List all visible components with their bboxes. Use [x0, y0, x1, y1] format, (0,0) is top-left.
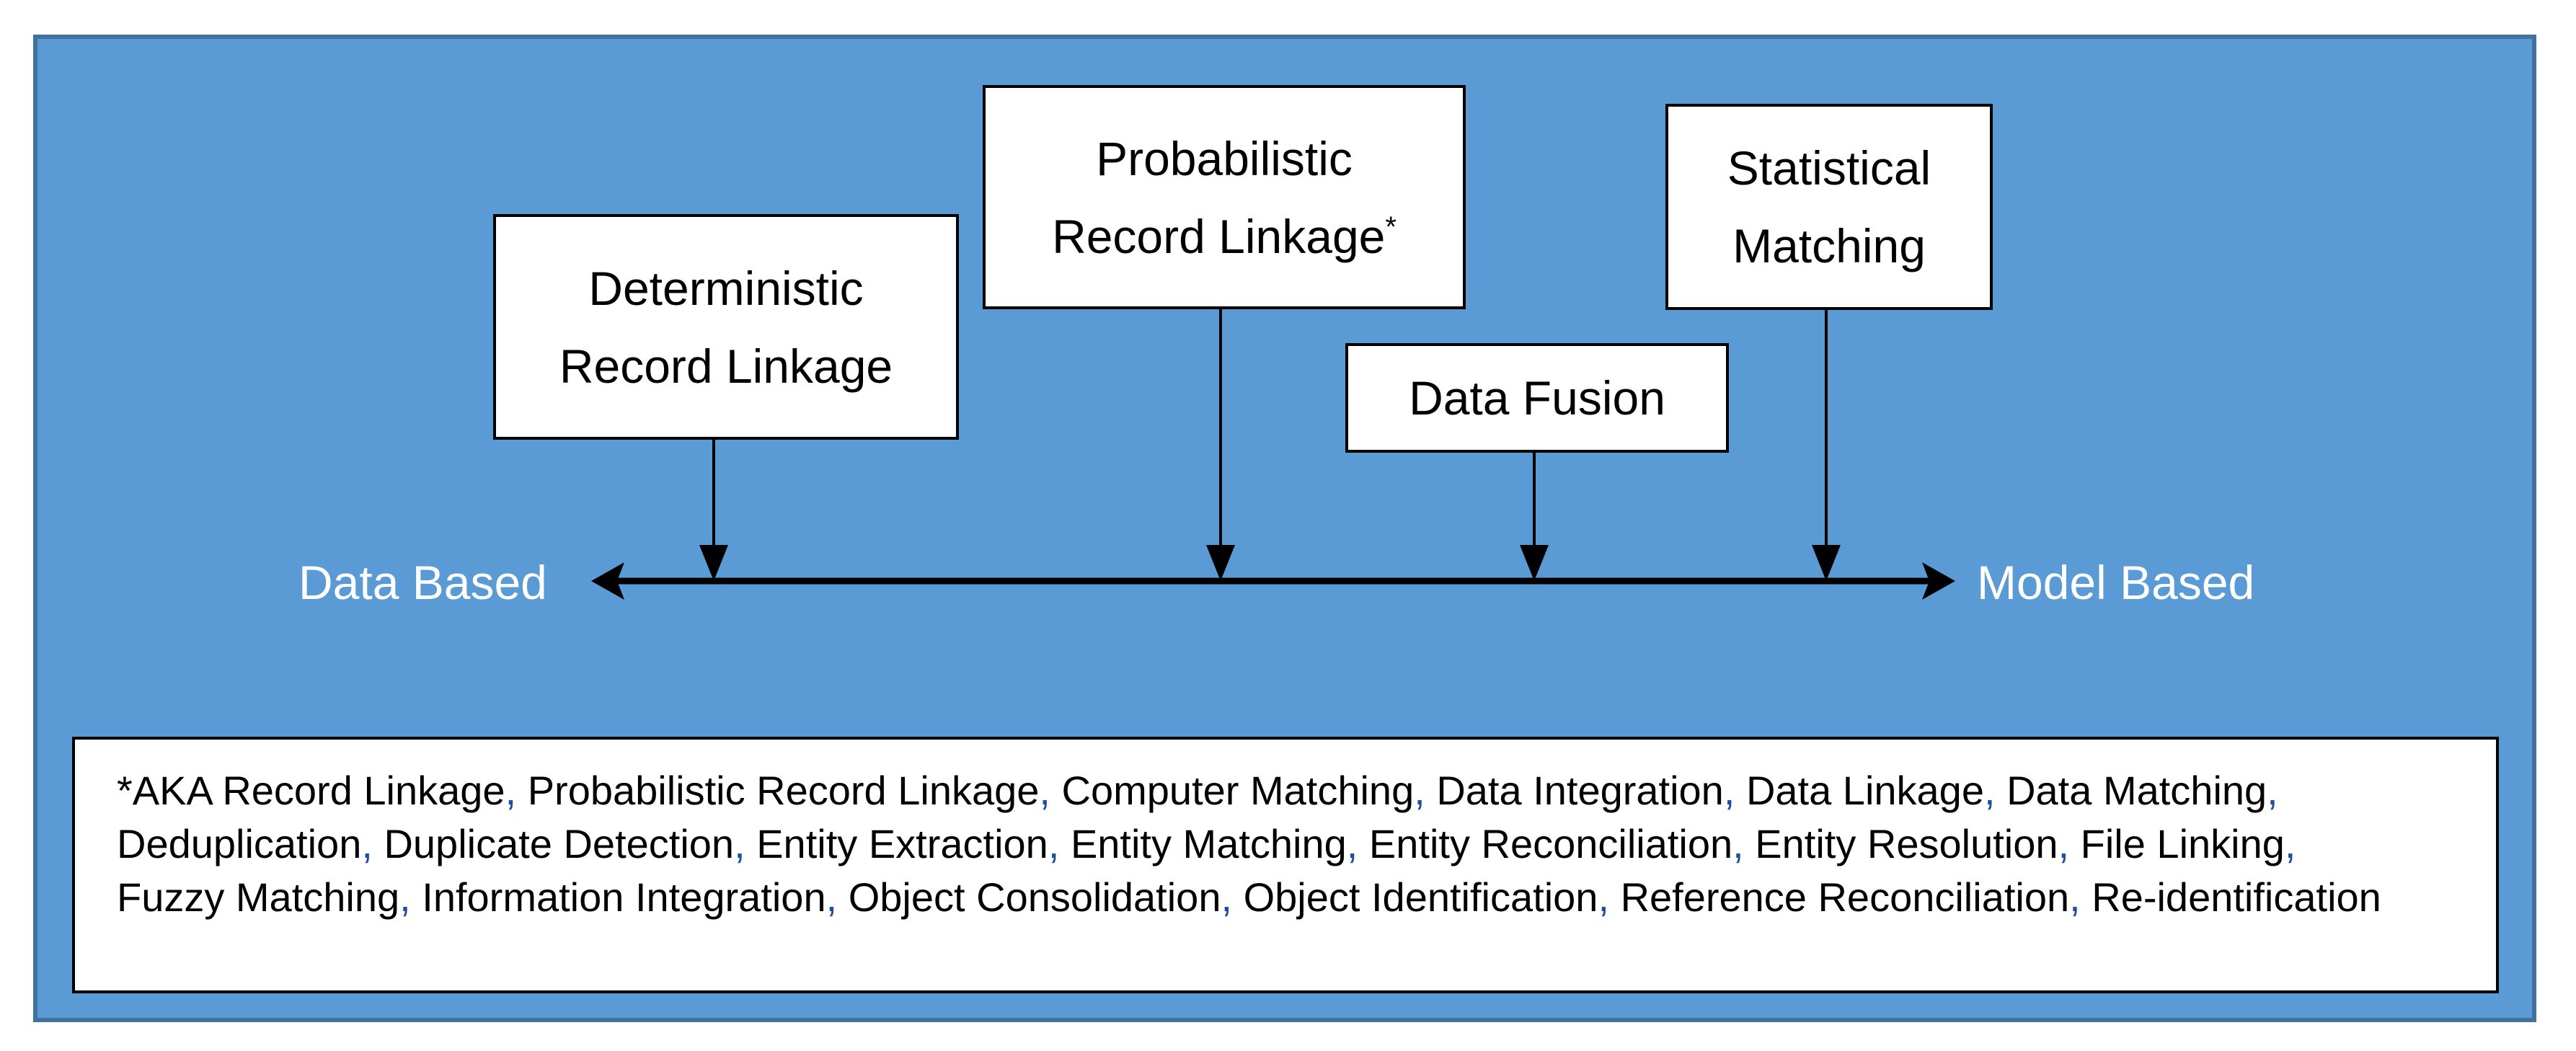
- aka-terms-list: Record Linkage, Probabilistic Record Lin…: [117, 768, 2381, 920]
- aka-term: Entity Extraction: [756, 821, 1048, 866]
- data-fusion-connector-arrowhead: [1520, 545, 1549, 581]
- probabilistic-box-line1: Probabilistic: [1096, 131, 1353, 185]
- data-fusion-box: Data Fusion: [1345, 343, 1729, 453]
- aka-term-separator: ,: [361, 821, 373, 866]
- asterisk-marker: *: [1385, 210, 1397, 243]
- aka-term-separator: ,: [734, 821, 745, 866]
- aka-term-separator: ,: [2284, 821, 2296, 866]
- aka-term-separator: ,: [2058, 821, 2070, 866]
- aka-term: Object Consolidation: [848, 874, 1221, 920]
- deterministic-box-line1: Deterministic: [588, 261, 864, 315]
- aka-term-separator: ,: [2069, 874, 2081, 920]
- aka-term: Record Linkage: [222, 768, 505, 813]
- aka-term: Re-identification: [2092, 874, 2381, 920]
- aka-term-separator: ,: [1598, 874, 1609, 920]
- aka-term: Fuzzy Matching: [117, 874, 400, 920]
- statistical-matching-box: Statistical Matching: [1665, 104, 1993, 310]
- aka-term: Deduplication: [117, 821, 362, 866]
- aka-term-separator: ,: [1983, 768, 1996, 813]
- deterministic-connector-arrowhead: [699, 545, 728, 581]
- aka-term: Data Integration: [1436, 768, 1724, 813]
- aka-term: Entity Resolution: [1755, 821, 2058, 866]
- axis-left-arrowhead: [591, 562, 624, 600]
- aka-term-separator: ,: [1732, 821, 1744, 866]
- statistical-box-line1: Statistical: [1727, 141, 1931, 195]
- aka-term: Computer Matching: [1061, 768, 1415, 813]
- data-fusion-label: Data Fusion: [1409, 371, 1665, 425]
- aka-term: Data Linkage: [1745, 768, 1984, 813]
- aka-term: File Linking: [2080, 821, 2285, 866]
- statistical-box-line2: Matching: [1732, 219, 1926, 272]
- aka-term: Object Identification: [1243, 874, 1598, 920]
- deterministic-record-linkage-box: Deterministic Record Linkage: [493, 214, 959, 440]
- aka-term: Duplicate Detection: [384, 821, 735, 866]
- probabilistic-connector-arrowhead: [1206, 545, 1235, 581]
- aka-term: Data Matching: [2006, 768, 2267, 813]
- aka-term-separator: ,: [2267, 768, 2278, 813]
- axis-right-arrowhead: [1922, 562, 1955, 600]
- probabilistic-record-linkage-box: Probabilistic Record Linkage*: [983, 85, 1466, 309]
- aka-term: Entity Matching: [1070, 821, 1347, 866]
- aka-term-separator: ,: [826, 874, 838, 920]
- aka-term: Reference Reconciliation: [1620, 874, 2070, 920]
- statistical-connector-arrowhead: [1812, 545, 1841, 581]
- aka-term-separator: ,: [1346, 821, 1358, 866]
- aka-term: Probabilistic Record Linkage: [527, 768, 1040, 813]
- aka-term: Entity Reconciliation: [1368, 821, 1733, 866]
- aka-term: Information Integration: [422, 874, 826, 920]
- probabilistic-box-line2: Record Linkage: [1052, 209, 1386, 263]
- aka-term-separator: ,: [505, 768, 517, 813]
- aka-term-separator: ,: [399, 874, 411, 920]
- aka-term-separator: ,: [1414, 768, 1425, 813]
- deterministic-box-line2: Record Linkage: [559, 339, 893, 393]
- aka-term-separator: ,: [1221, 874, 1233, 920]
- data-based-label: Data Based: [298, 556, 547, 609]
- aka-footnote-box: *AKA Record Linkage, Probabilistic Recor…: [72, 737, 2499, 993]
- aka-term-separator: ,: [1723, 768, 1735, 813]
- model-based-label: Model Based: [1977, 556, 2255, 609]
- aka-term-separator: ,: [1039, 768, 1050, 813]
- aka-prefix: *AKA: [117, 768, 223, 813]
- aka-term-separator: ,: [1048, 821, 1060, 866]
